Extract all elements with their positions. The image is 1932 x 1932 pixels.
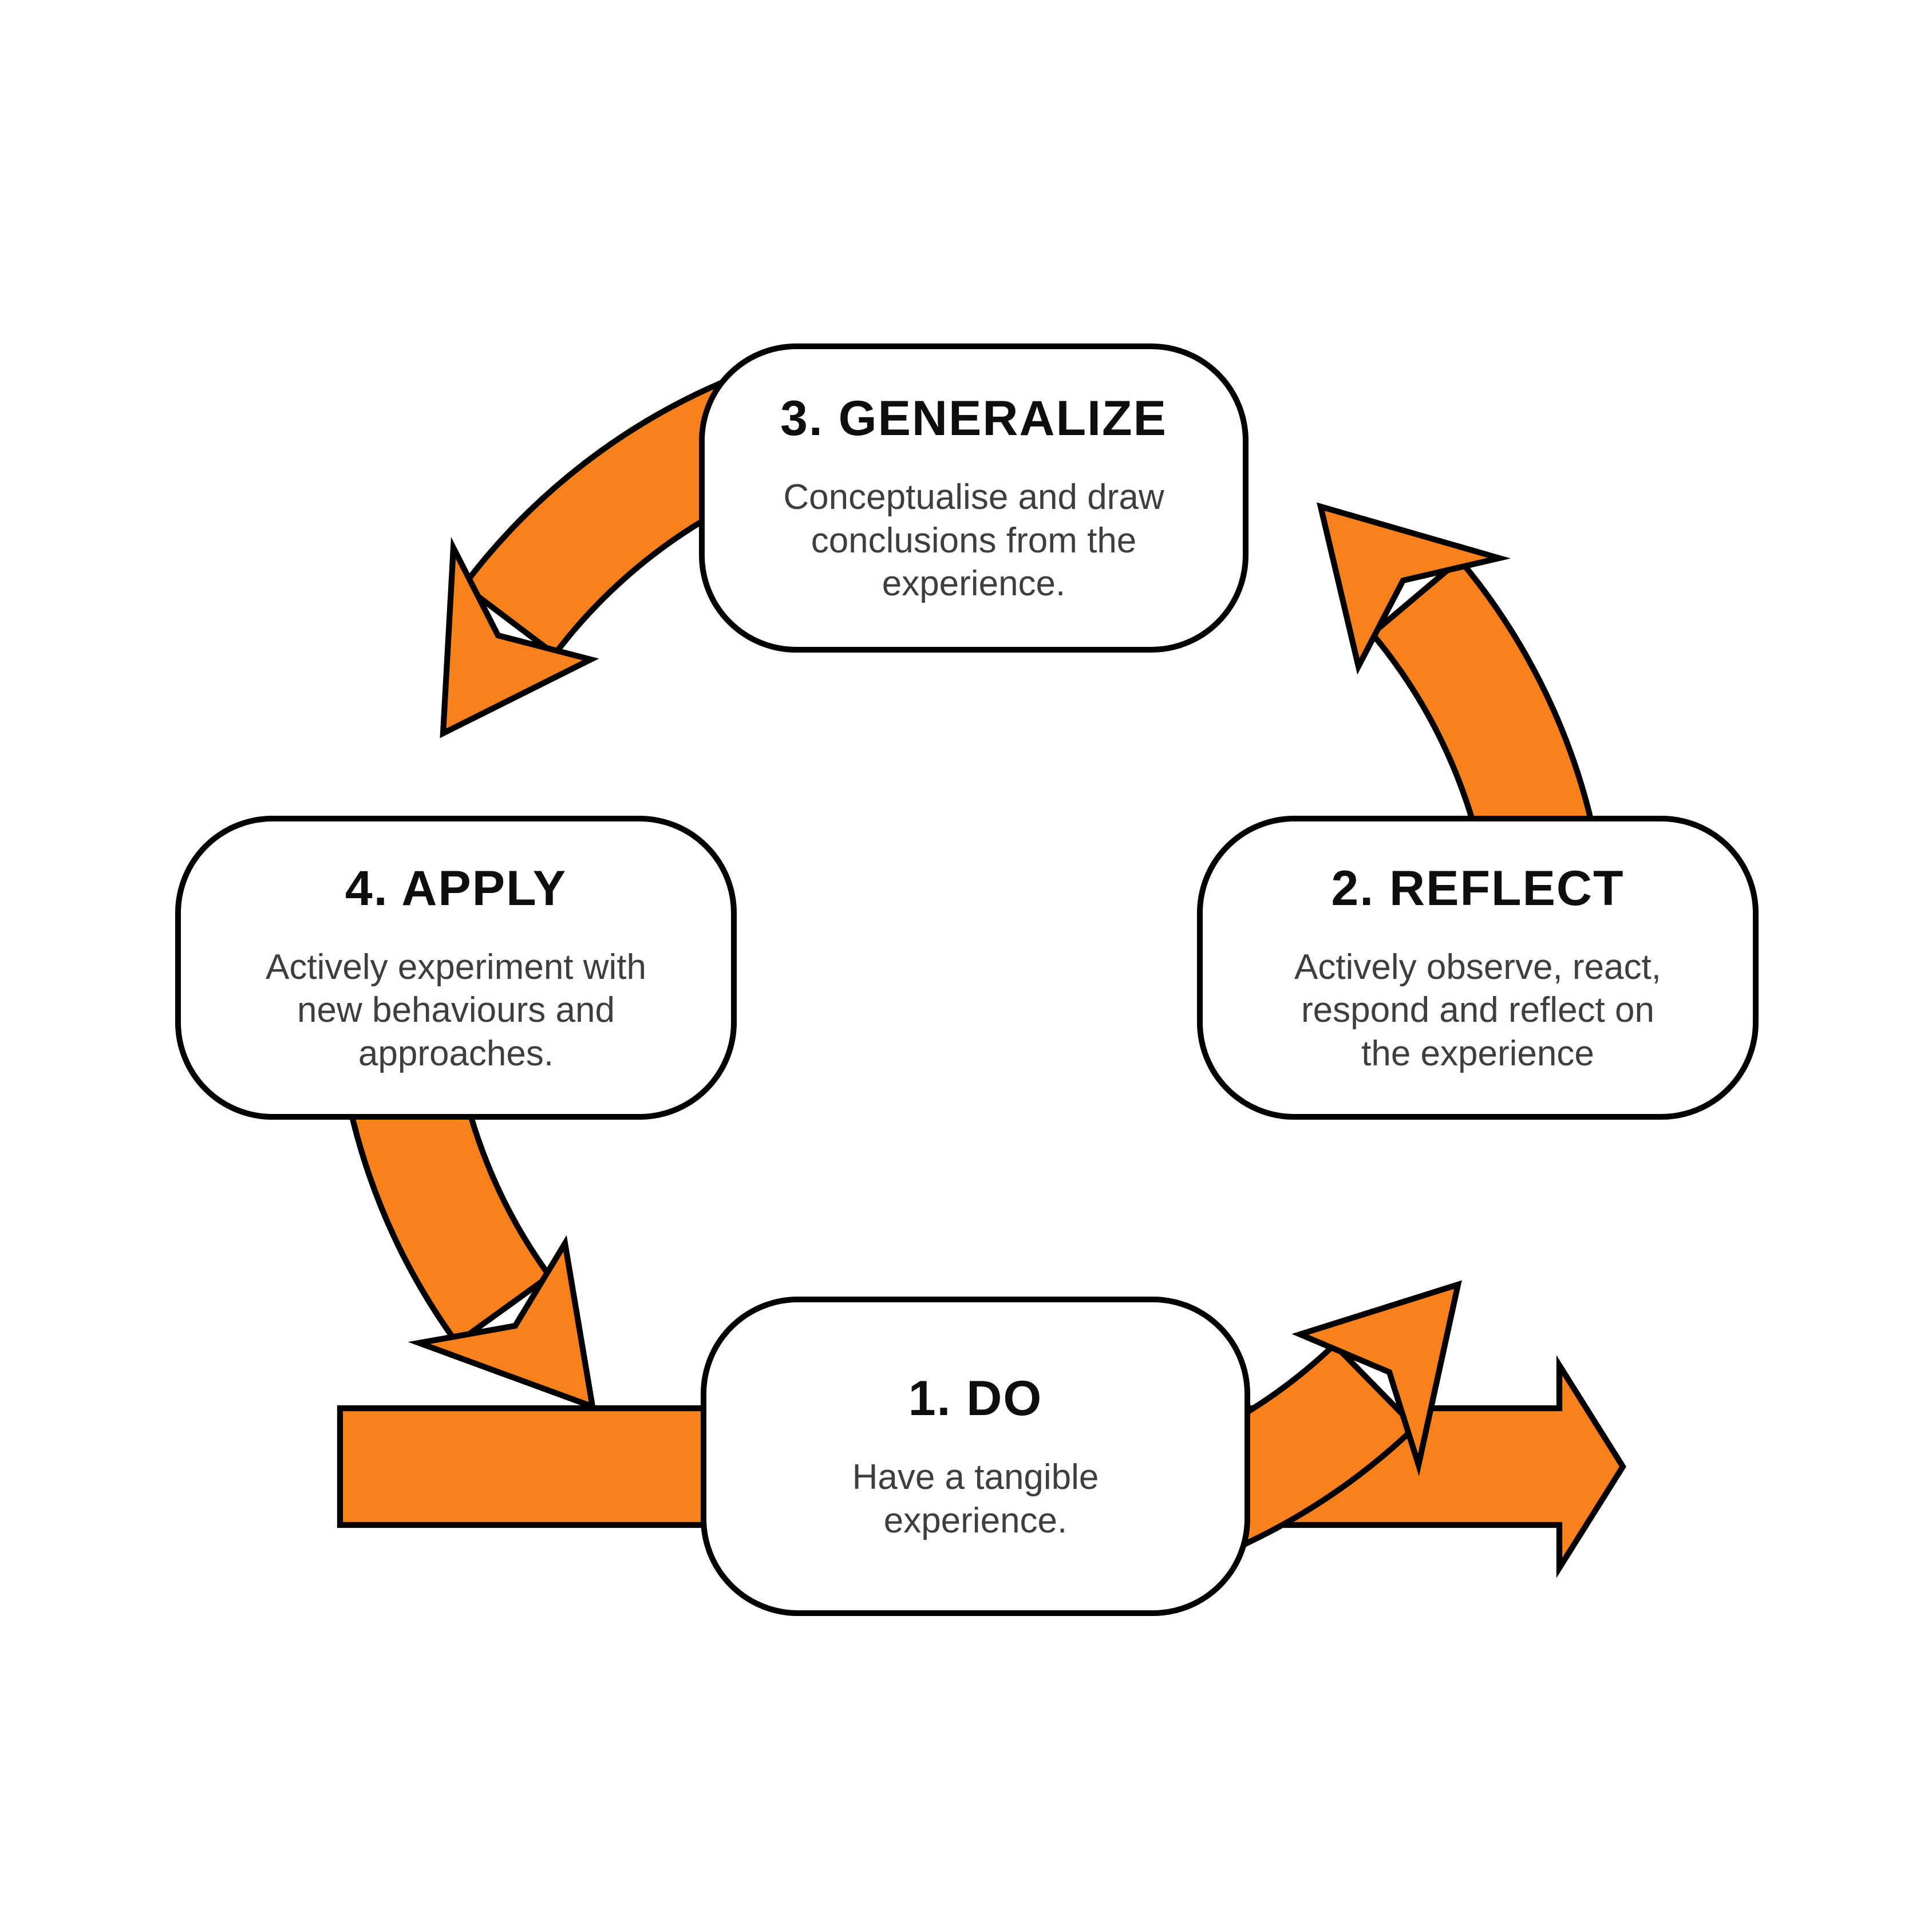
step-box-generalize: 3. GENERALIZE Conceptualise and draw con… <box>699 343 1249 653</box>
step-title-do: 1. DO <box>908 1370 1043 1426</box>
description-line: experience. <box>882 564 1066 604</box>
description-line: Conceptualise and draw <box>783 477 1164 517</box>
description-line: conclusions from the <box>811 520 1137 560</box>
step-box-reflect: 2. REFLECT Actively observe, react, resp… <box>1197 816 1759 1120</box>
step-box-apply: 4. APPLY Actively experiment with new be… <box>175 816 737 1120</box>
step-title-reflect: 2. REFLECT <box>1331 860 1625 916</box>
cycle-arrowhead-reflect-to-generalize-icon <box>1317 502 1511 675</box>
description-line: respond and reflect on <box>1301 990 1654 1030</box>
step-description-apply: Actively experiment with new behaviours … <box>266 946 646 1076</box>
cycle-arrowhead-generalize-to-apply-icon <box>440 536 599 738</box>
description-line: Actively experiment with <box>265 947 647 987</box>
description-line: the experience <box>1361 1033 1594 1073</box>
step-description-generalize: Conceptualise and draw conclusions from … <box>783 476 1164 606</box>
step-box-do: 1. DO Have a tangible experience. <box>701 1297 1250 1616</box>
step-description-reflect: Actively observe, react, respond and ref… <box>1294 946 1661 1076</box>
step-description-do: Have a tangible experience. <box>852 1456 1099 1542</box>
description-line: new behaviours and <box>297 990 615 1030</box>
description-line: approaches. <box>358 1033 554 1073</box>
step-title-apply: 4. APPLY <box>345 860 567 916</box>
cycle-arrowhead-do-to-reflect-icon <box>1291 1280 1462 1476</box>
step-title-generalize: 3. GENERALIZE <box>780 391 1167 447</box>
description-line: Have a tangible <box>852 1457 1099 1497</box>
description-line: experience. <box>883 1500 1068 1540</box>
cycle-arrowhead-apply-to-do-icon <box>408 1235 596 1411</box>
description-line: Actively observe, react, <box>1294 947 1661 987</box>
